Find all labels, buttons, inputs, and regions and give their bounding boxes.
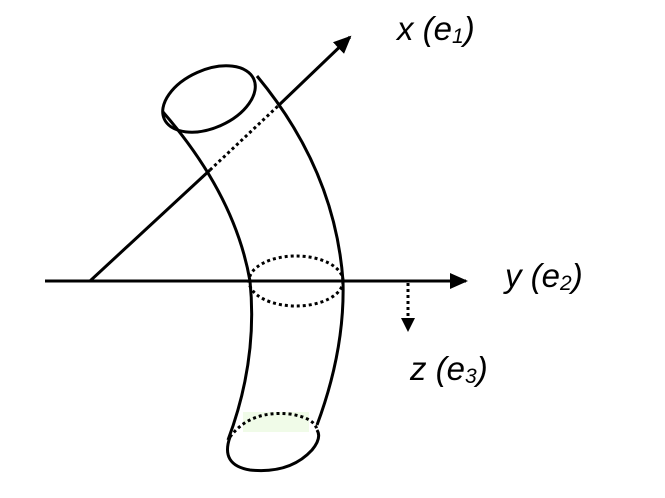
x-axis-hidden [208,104,280,172]
tube-left-wall [161,111,254,441]
z-label-post: ) [476,350,488,387]
y-label-pre: y (e [505,257,561,294]
z-axis-label: z (e3) [410,352,488,387]
x-axis-label: x (e1) [397,12,475,47]
middle-cross-section [247,254,345,308]
x-label-pre: x (e [397,10,453,47]
y-axis-label: y (e2) [505,259,583,294]
top-end-ellipse [161,64,257,134]
tube-right-wall [255,75,345,426]
z-label-pre: z (e [410,350,466,387]
bottom-end-front [226,429,321,473]
x-label-post: ) [463,10,475,47]
bottom-tint [243,412,309,432]
y-label-sub: 2 [560,272,572,295]
x-axis-upper [276,35,352,108]
z-axis-arrowhead [401,318,415,332]
bottom-end-back [228,411,319,438]
x-label-sub: 1 [452,25,464,48]
y-label-post: ) [571,257,583,294]
x-axis-lower [88,168,212,283]
z-label-sub: 3 [465,365,477,388]
